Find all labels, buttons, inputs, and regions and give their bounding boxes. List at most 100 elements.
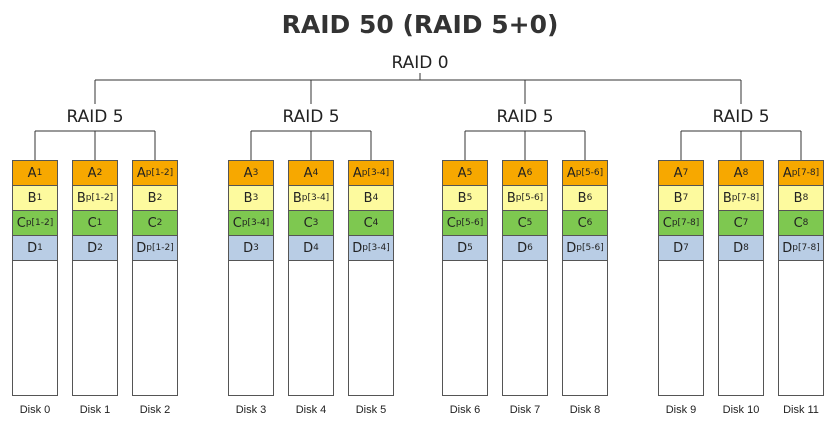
block-index: 6 xyxy=(586,193,593,203)
parity-range: [5-6] xyxy=(521,193,544,203)
block-letter: C xyxy=(577,215,587,231)
block-letter: A xyxy=(243,165,253,181)
block-index: p xyxy=(731,193,738,203)
block-letter: D xyxy=(303,240,314,256)
block-letter: C xyxy=(446,215,456,231)
parity-range: [7-8] xyxy=(798,243,820,253)
block-index: 6 xyxy=(526,168,533,178)
block-letter: D xyxy=(782,240,793,256)
block-letter: B xyxy=(457,190,467,206)
block-letter: A xyxy=(457,165,467,181)
parity-range: [7-8] xyxy=(737,193,760,203)
block-letter: C xyxy=(517,215,527,231)
block-letter: B xyxy=(147,190,157,206)
block-letter: C xyxy=(147,215,157,231)
block-letter: D xyxy=(136,240,147,256)
block-letter: D xyxy=(566,240,577,256)
block-letter: B xyxy=(577,190,587,206)
block-index: 6 xyxy=(586,218,593,228)
block-letter: C xyxy=(303,215,313,231)
block-index: p xyxy=(575,168,582,178)
raid5-label: RAID 5 xyxy=(712,107,770,127)
block-letter: D xyxy=(243,240,254,256)
block-letter: D xyxy=(352,240,363,256)
block-letter: B xyxy=(292,190,302,206)
block-index: 2 xyxy=(97,243,103,253)
parity-range: [1-2] xyxy=(152,243,174,253)
block-index: p xyxy=(25,218,32,228)
block-index: 2 xyxy=(96,168,103,178)
block-index: p xyxy=(576,243,582,253)
block-letter: A xyxy=(352,165,362,181)
parity-range: [7-8] xyxy=(677,218,700,228)
block-index: 7 xyxy=(682,168,689,178)
block-letter: D xyxy=(27,240,38,256)
parity-range: [5-6] xyxy=(461,218,484,228)
block-letter: D xyxy=(87,240,98,256)
block-letter: A xyxy=(566,165,576,181)
disk-label: Disk 0 xyxy=(19,404,51,416)
block-letter: A xyxy=(782,165,792,181)
disk-label: Disk 2 xyxy=(139,404,171,416)
block-letter: A xyxy=(733,165,743,181)
block-index: 7 xyxy=(682,193,689,203)
block-letter: D xyxy=(457,240,468,256)
block-index: 5 xyxy=(466,168,473,178)
block-letter: C xyxy=(733,215,743,231)
parity-range: [1-2] xyxy=(151,168,174,178)
block-index: p xyxy=(792,243,798,253)
block-index: 4 xyxy=(313,243,319,253)
block-index: p xyxy=(362,243,368,253)
block-letter: D xyxy=(517,240,528,256)
block-letter: A xyxy=(673,165,683,181)
block-letter: B xyxy=(27,190,37,206)
disk-label: Disk 8 xyxy=(569,404,601,416)
block-index: 4 xyxy=(312,168,319,178)
block-index: 8 xyxy=(742,168,749,178)
parity-range: [5-6] xyxy=(581,168,604,178)
block-index: p xyxy=(361,168,368,178)
block-index: p xyxy=(241,218,248,228)
parity-range: [3-4] xyxy=(367,168,390,178)
block-index: p xyxy=(455,218,462,228)
block-letter: C xyxy=(363,215,373,231)
